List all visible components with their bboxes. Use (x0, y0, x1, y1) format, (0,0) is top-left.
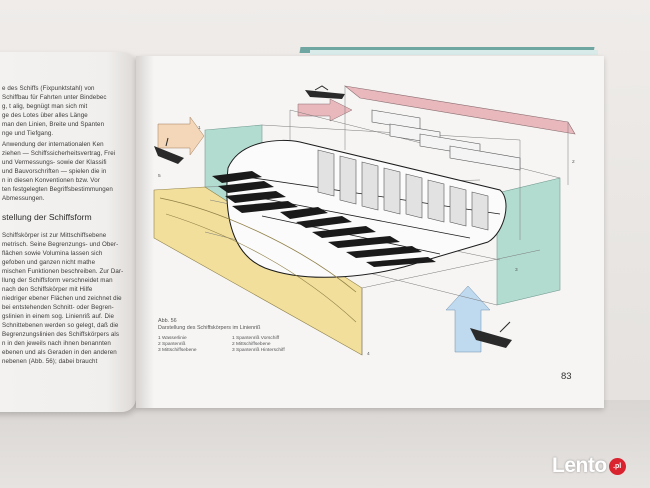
text-line: Anwendung der internationalen Ken (2, 141, 104, 148)
page-gutter-shadow (136, 56, 154, 408)
text-line: n in diesen Konventionen bzw. Vor (2, 177, 100, 184)
waterline-bars (212, 171, 436, 267)
text-line: bei entstehenden Schnitt- oder Begren- (2, 304, 114, 311)
left-view-arrow (157, 116, 205, 156)
text-line: Schiffskörper ist zur Mittschiffsebene (2, 232, 107, 239)
text-line: ziehen — Schiffssicherheitsvertrag, Frei (2, 150, 116, 157)
text-line: Abmessungen. (2, 195, 45, 202)
text-line: gslinien in einem sog. Linienriß auf. Di… (2, 313, 115, 320)
text-line: nach den Schiffskörper mit Hilfe (2, 286, 93, 293)
lento-watermark: Lento .pl (552, 454, 626, 478)
legend-item: 3 Spantenriß Hinterschiff (232, 348, 285, 353)
legend-item: 2 Mittschiffsebene (232, 342, 271, 347)
text-line: und Bauvorschriften — spielen die in (2, 168, 107, 175)
watermark-badge: .pl (608, 457, 626, 475)
legend-item: 3 Mittschiffsebene (158, 348, 197, 353)
green-right-plane (496, 177, 561, 306)
ship-icon-bottom (470, 321, 512, 348)
text-line: und Vermessungs- sowie der Klassifi (2, 159, 107, 166)
figure-number-label: 4 (367, 352, 370, 357)
legend-item: 2 Spantenriß (158, 342, 186, 347)
ship-icon-left (154, 137, 184, 164)
deck-blocks (371, 109, 521, 171)
figure-number-label: 3 (515, 268, 518, 273)
text-line: Begrenzungslinien des Schiffskörpers als (2, 331, 120, 338)
table-shadow (0, 400, 650, 488)
section-heading: stellung der Schiffsform (2, 212, 92, 222)
text-line: flächen sowie Volumina lassen sich (2, 250, 103, 257)
bottom-view-arrow (445, 285, 491, 353)
page-number: 83 (561, 371, 572, 382)
text-line: man den Linien, Breite und Spanten (2, 121, 105, 128)
text-line: metrisch. Seine Begrenzungs- und Ober- (2, 241, 119, 248)
text-line: gefoben und ganzen nicht mathe (2, 259, 96, 266)
keel-line (165, 213, 357, 323)
text-line: g, t alig, begnügt man sich mit (2, 103, 88, 110)
left-page: e des Schiffs (Fixpunktstahl) von Schiff… (0, 52, 136, 412)
legend-item: 1 Spantenriß Vorschiff (232, 336, 280, 341)
text-line: ebenen und als Geraden in den anderen (2, 349, 117, 356)
figure-number-label: 2 (572, 160, 575, 165)
text-line: niedriger ebener Flächen und zeichnet di… (2, 295, 122, 302)
text-line: nebenen (Abb. 56); dabei braucht (2, 358, 98, 365)
figure-number-label: 1 (198, 126, 201, 131)
pink-waterline-plane (343, 85, 576, 135)
pink-view-arrow (297, 98, 353, 122)
text-line: Schnittebenen werden so gelegt, daß die (2, 322, 119, 329)
figure-caption-text: Darstellung des Schiffskörpers im Linien… (158, 325, 261, 331)
ship-icon-top (305, 85, 345, 99)
book-page-edge (310, 50, 598, 55)
watermark-text: Lento (552, 454, 607, 477)
text-line: Schiffbau für Fahrten unter Bindebec (2, 94, 107, 101)
text-line: ge des Lotes über alles Länge (2, 112, 88, 119)
text-line: n in den jeweils nach ihnen benannten (2, 340, 111, 347)
text-line: llung der Schiffsform verschneidet man (2, 277, 113, 284)
text-line: ten festgelegten Begriffsbestimmungen (2, 186, 113, 193)
legend-item: 1 Wasserlinie (158, 336, 187, 341)
text-line: mischen Funktionen beschreiben. Zur Dar- (2, 268, 124, 275)
figure-number-label: 5 (158, 174, 161, 179)
frame-section-plates (317, 149, 489, 231)
sheer-line (159, 197, 357, 293)
text-line: e des Schiffs (Fixpunktstahl) von (2, 85, 95, 92)
text-line: nge und Tiefgang. (2, 130, 54, 137)
figure-caption-title: Abb. 56 (158, 318, 177, 324)
